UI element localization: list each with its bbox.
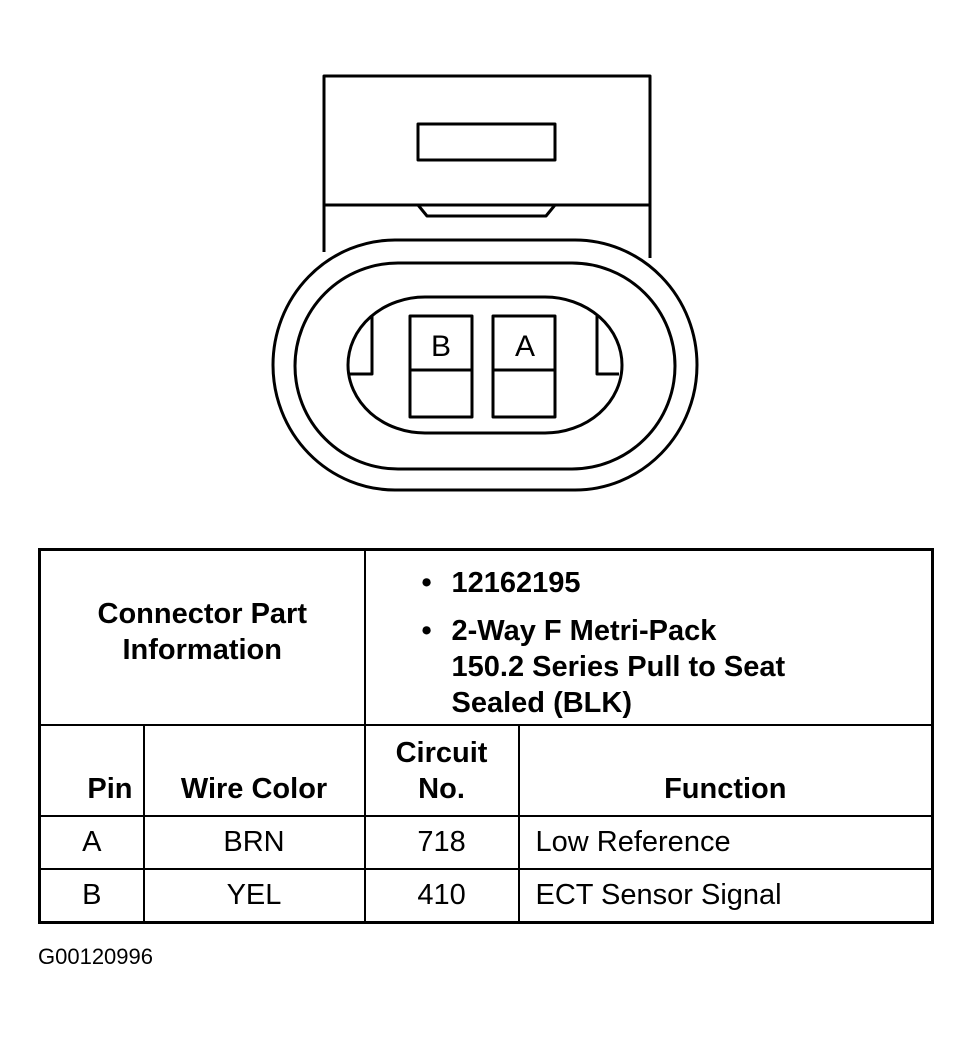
pin-b-label: B — [431, 330, 451, 363]
wire-color-header: Wire Color — [142, 723, 366, 817]
pin-cell: B — [38, 867, 145, 924]
pin-header: Pin — [38, 723, 145, 817]
part-description-line: Sealed (BLK) — [451, 687, 632, 719]
lock-tab-ramp — [416, 204, 557, 218]
table-row: B YEL 410 ECT Sensor Signal — [38, 867, 934, 924]
pin-cell: A — [38, 814, 145, 870]
pin-b-cavity — [408, 314, 474, 419]
part-number: 12162195 — [451, 567, 581, 599]
function-cell: Low Reference — [517, 814, 934, 870]
connector-pin-table: Connector Part Information • 12162195 • … — [38, 548, 935, 924]
lock-tab-housing — [322, 74, 652, 258]
column-header-row: Pin Wire Color Circuit No. Function — [38, 723, 934, 817]
part-number-item: • 12162195 — [421, 567, 581, 599]
part-description-line: 150.2 Series Pull to Seat — [451, 651, 786, 683]
pin-a-cavity — [491, 314, 557, 419]
part-label-line1: Connector Part — [97, 598, 307, 631]
part-description-line: 2-Way F Metri-Pack — [451, 615, 717, 647]
circuit-cell: 410 — [363, 867, 520, 924]
lock-tab-window — [416, 122, 557, 162]
figure-id: G00120996 — [38, 944, 153, 969]
circuit-cell: 718 — [363, 814, 520, 870]
connector-outer-shell — [271, 238, 699, 492]
connector-part-label: Connector Part Information — [38, 548, 366, 726]
table-row: A BRN 718 Low Reference — [38, 814, 934, 870]
wire-color-cell: BRN — [142, 814, 366, 870]
pin-a-label: A — [515, 330, 535, 363]
circuit-number-header: Circuit No. — [363, 723, 520, 817]
right-key — [595, 316, 619, 376]
function-header: Function — [517, 723, 934, 817]
function-cell: ECT Sensor Signal — [517, 867, 934, 924]
connector-face-diagram: B A — [271, 74, 699, 492]
part-label-line2: Information — [122, 634, 283, 667]
connector-inner-cavity — [346, 295, 624, 435]
connector-seal-ring — [293, 261, 677, 471]
part-info-row: Connector Part Information • 12162195 • … — [38, 548, 934, 726]
left-key — [350, 316, 374, 376]
part-description-item: • 2-Way F Metri-Pack 150.2 Series Pull t… — [421, 615, 786, 719]
connector-part-info: • 12162195 • 2-Way F Metri-Pack 150.2 Se… — [363, 548, 934, 726]
wire-color-cell: YEL — [142, 867, 366, 924]
